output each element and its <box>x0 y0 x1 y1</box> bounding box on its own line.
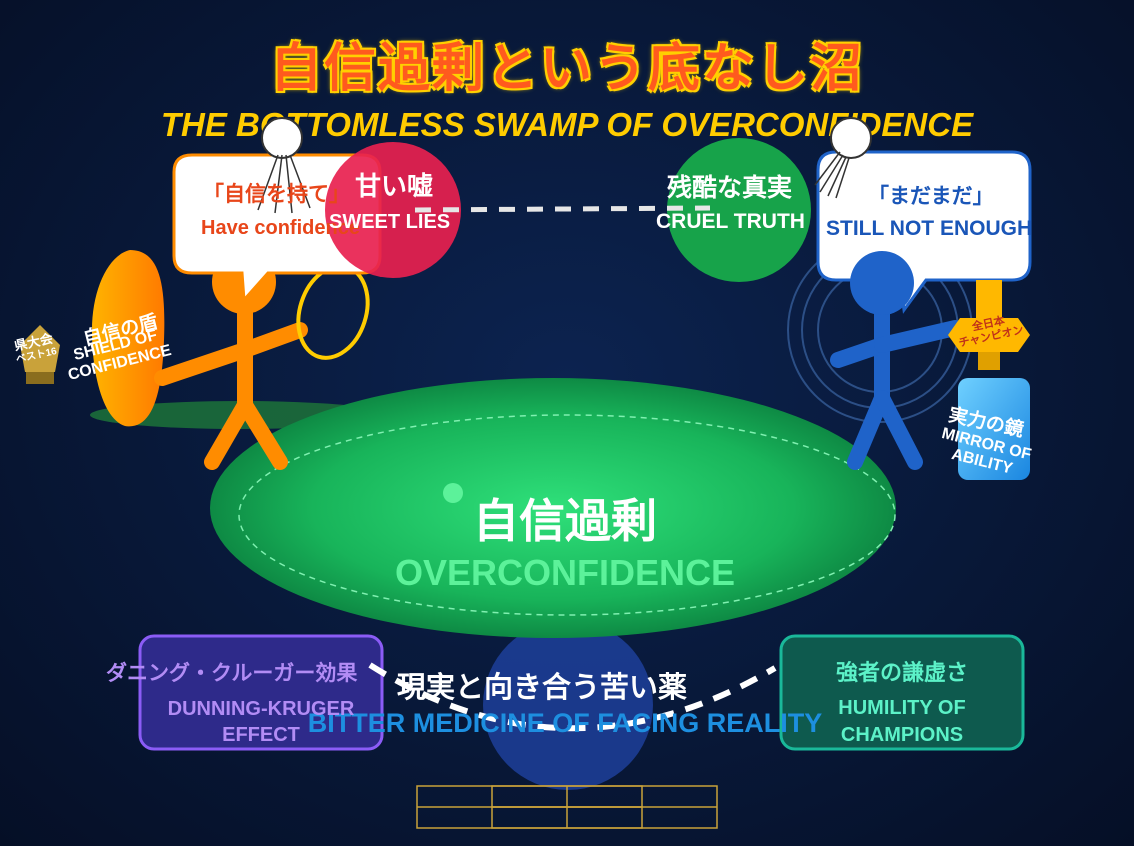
sweet-lies-jp: 甘い嘘 <box>355 171 434 201</box>
page-title: 自信過剰という底なし沼 <box>269 39 864 99</box>
swamp-en: OVERCONFIDENCE <box>394 552 736 593</box>
mirror-shape <box>958 378 1030 480</box>
bitter-medicine-circle <box>483 620 653 790</box>
bitter-medicine-jp: 現実と向き合う苦い薬 <box>397 672 688 704</box>
dunning-kruger-en-line2: EFFECT <box>222 724 300 746</box>
cruel-truth-circle <box>667 138 811 282</box>
cruel-truth-jp: 残酷な真実 <box>667 174 793 202</box>
left-whisk-icon <box>257 117 311 214</box>
bitter-medicine-en: BITTER MEDICINE OF FACING REALITY <box>307 708 823 738</box>
humility-box <box>779 634 1025 751</box>
bottom-grid-decoration <box>416 785 718 829</box>
humility-en-line2: CHAMPIONS <box>840 724 964 746</box>
right-speech-jp: 「まだまだ」 <box>868 185 994 208</box>
swamp-ellipse <box>210 378 896 638</box>
humility-jp: 強者の謙虚さ <box>835 660 968 685</box>
right-figure-head <box>850 251 914 315</box>
right-stick-figure <box>830 302 963 470</box>
swamp-bubble <box>443 483 463 503</box>
humility-en-line1: HUMILITY OF <box>838 697 966 719</box>
dunning-kruger-en-line1: DUNNING-KRUGER <box>167 698 355 720</box>
right-whisk-icon <box>814 117 872 199</box>
right-speech-en: STILL NOT ENOUGH <box>826 217 1033 240</box>
lies-truth-connector <box>414 205 711 213</box>
left-stick-figure <box>154 302 308 470</box>
cruel-truth-en: CRUEL TRUTH <box>656 210 805 233</box>
bitter-medicine-arc <box>368 662 777 732</box>
swamp-inner-ring <box>238 414 896 616</box>
shield-shape <box>92 250 165 427</box>
humility-en: HUMILITY OF CHAMPIONS <box>781 695 1023 749</box>
dunning-kruger-box <box>138 634 384 751</box>
sweet-lies-en: SWEET LIES <box>329 211 451 233</box>
medal-icon <box>948 280 1030 370</box>
sweet-lies-circle <box>325 142 461 278</box>
trophy-icon <box>20 325 60 384</box>
left-speech-en: Have confidence <box>201 217 360 239</box>
swamp-jp: 自信過剰 <box>473 495 657 547</box>
left-speech-jp: 「自信を持て」 <box>203 183 350 206</box>
dunning-kruger-en: DUNNING-KRUGER EFFECT <box>140 696 382 748</box>
dunning-kruger-jp: ダニング・クルーガー効果 <box>106 662 358 685</box>
